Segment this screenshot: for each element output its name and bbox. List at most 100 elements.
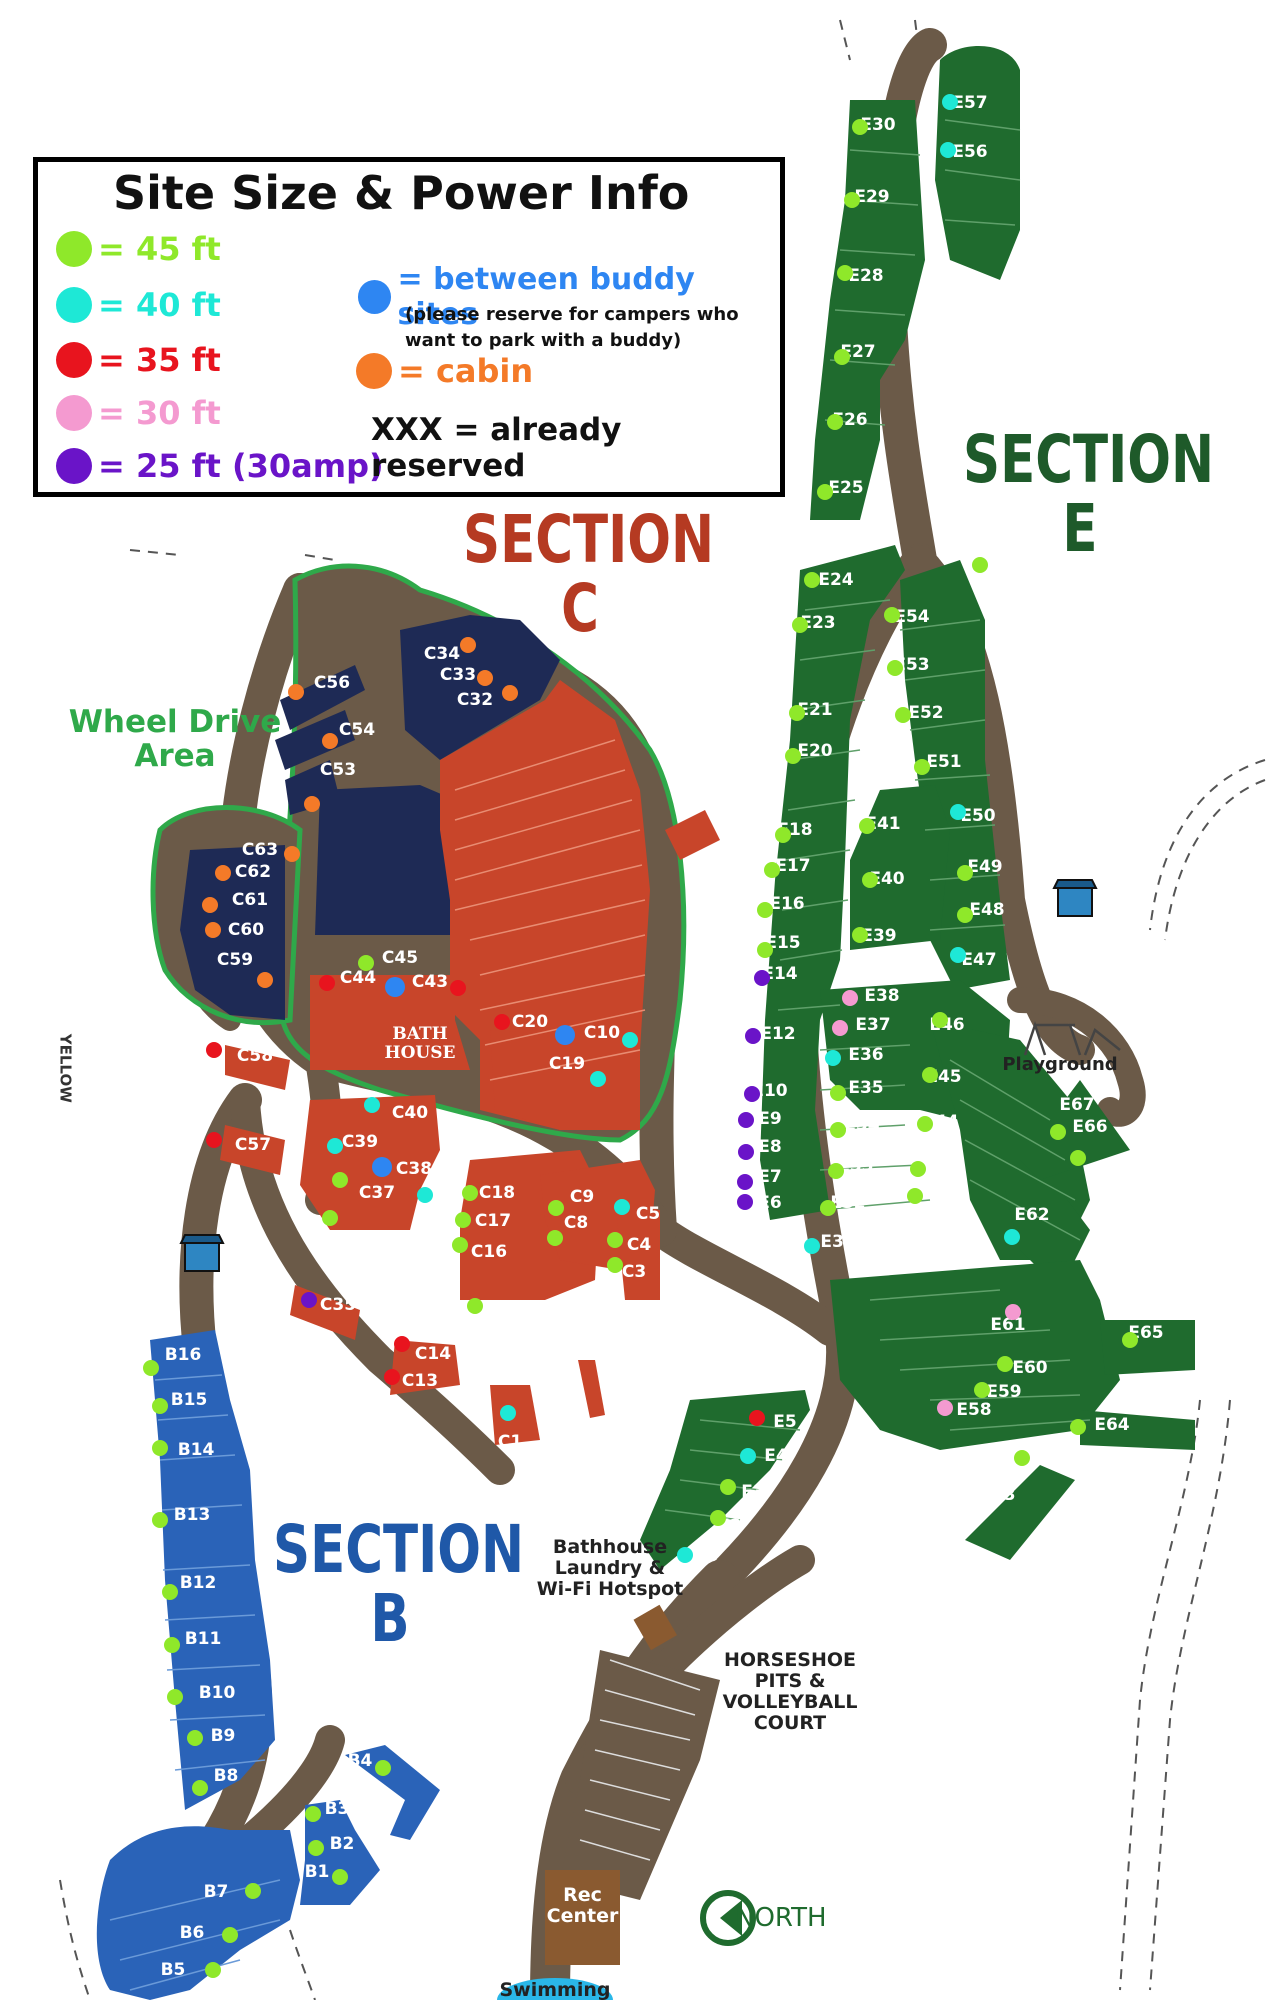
rec-center-label: Rec Center: [546, 1884, 619, 1927]
site-label-e62: E62: [1014, 1205, 1049, 1225]
site-dot-e47: [950, 947, 966, 963]
legend-title: Site Size & Power Info: [113, 166, 690, 220]
site-label-e28: E28: [848, 266, 883, 286]
site-label-b10: B10: [199, 1683, 236, 1703]
site-dot-e34: [830, 1122, 846, 1138]
site-dot-b15: [152, 1398, 168, 1414]
site-label-e3: E3: [741, 1482, 764, 1502]
site-label-e16: E16: [769, 894, 804, 914]
section-b-label: SECTION B: [273, 1511, 525, 1658]
site-label-e34: E34: [844, 1115, 879, 1135]
site-dot-c32: [502, 685, 518, 701]
site-dot-e27: [834, 349, 850, 365]
site-dot-e18: [775, 827, 791, 843]
section-e-blocks: [640, 46, 1195, 1570]
site-dot-c58: [206, 1042, 222, 1058]
site-dot-e58: [937, 1400, 953, 1416]
site-label-e50: E50: [960, 806, 995, 826]
site-label-b14: B14: [178, 1440, 215, 1460]
site-dot-c45: [358, 955, 374, 971]
site-label-e47: E47: [961, 950, 996, 970]
site-dot-b2: [308, 1840, 324, 1856]
pink-dot-icon: [56, 395, 92, 431]
site-label-c16: C16: [471, 1242, 507, 1262]
site-dot-b11: [164, 1637, 180, 1653]
north-label: NORTH: [735, 1903, 827, 1933]
site-dot-c62: [215, 865, 231, 881]
site-dot-e53: [887, 660, 903, 676]
site-label-c10: C10: [584, 1023, 620, 1043]
bath-house-block: [390, 1010, 450, 1055]
site-label-e40: E40: [869, 869, 904, 889]
teal-dot-icon: [56, 287, 92, 323]
site-dot-e35: [830, 1085, 846, 1101]
site-label-e36: E36: [848, 1045, 883, 1065]
site-dot-e17: [764, 862, 780, 878]
site-label-e10: E10: [752, 1081, 787, 1101]
site-dot-b7: [245, 1883, 261, 1899]
site-label-e7: E7: [758, 1167, 781, 1187]
site-dot-e15: [757, 942, 773, 958]
buddy-dot-3: [372, 1157, 392, 1177]
bathhouse-laundry-label: Bathhouse Laundry & Wi-Fi Hotspot: [536, 1536, 684, 1600]
site-label-e59: E59: [986, 1382, 1021, 1402]
site-label-e37: E37: [855, 1015, 890, 1035]
site-label-e56: E56: [952, 142, 987, 162]
site-label-e35: E35: [848, 1078, 883, 1098]
site-label-e38: E38: [864, 986, 899, 1006]
site-dot-b1: [332, 1869, 348, 1885]
site-label-c61: C61: [232, 890, 268, 910]
legend-label-45: = 45 ft: [98, 230, 221, 268]
site-label-b12: B12: [180, 1573, 217, 1593]
site-label-e25: E25: [828, 478, 863, 498]
site-dot-e49: [957, 865, 973, 881]
site-label-c5: C5: [636, 1204, 660, 1224]
site-dot-c53: [304, 796, 320, 812]
site-label-e48: E48: [969, 900, 1004, 920]
swimming-label: Swimming: [499, 1979, 611, 2001]
playground-label: Playground: [1002, 1054, 1118, 1075]
site-label-c9: C9: [570, 1187, 594, 1207]
legend-row-45: = 45 ft: [56, 230, 221, 268]
horseshoe-label: HORSESHOE PITS & VOLLEYBALL COURT: [722, 1649, 858, 1734]
site-dot-e33: [828, 1163, 844, 1179]
site-label-c37: C37: [359, 1183, 395, 1203]
site-dot-e12: [745, 1028, 761, 1044]
site-dot-e28: [837, 265, 853, 281]
section-c-dark-blocks: [180, 615, 560, 1020]
site-label-c15: C15: [490, 1302, 526, 1322]
site-label-e17: E17: [775, 856, 810, 876]
site-label-e6: E6: [758, 1193, 781, 1213]
site-dot-e44: [917, 1116, 933, 1132]
legend-panel: Site Size & Power Info = 45 ft = 40 ft =…: [33, 157, 785, 497]
site-dot-c1: [500, 1405, 516, 1421]
site-label-b7: B7: [204, 1882, 229, 1902]
site-dot-c33: [477, 670, 493, 686]
site-label-c13: C13: [402, 1371, 438, 1391]
site-dot-c57: [206, 1132, 222, 1148]
red-dot-icon: [56, 342, 92, 378]
dumpster-icon-e: [1052, 879, 1098, 917]
site-dot-e62: [1004, 1229, 1020, 1245]
site-dot-b16: [143, 1360, 159, 1376]
site-dot-e57: [942, 94, 958, 110]
blue-dot-icon: [358, 280, 392, 314]
site-label-c1: C1: [498, 1432, 522, 1452]
legend-label-cabin: = cabin: [398, 352, 534, 390]
site-dot-e37: [832, 1020, 848, 1036]
site-dot-e10: [744, 1086, 760, 1102]
site-dot-c3: [607, 1257, 623, 1273]
legend-label-25: = 25 ft (30amp): [98, 447, 384, 485]
site-dot-e51: [914, 759, 930, 775]
site-dot-c56: [288, 684, 304, 700]
site-dot-c8: [547, 1230, 563, 1246]
site-dot-c43: [450, 980, 466, 996]
site-label-c32: C32: [457, 690, 493, 710]
legend-label-buddy: = between buddy sites: [397, 262, 695, 332]
swimming-pool: [497, 1978, 613, 2000]
site-label-c62: C62: [235, 862, 271, 882]
site-label-b8: B8: [214, 1766, 239, 1786]
site-dot-c17: [455, 1212, 471, 1228]
site-label-e31: E31: [820, 1232, 855, 1252]
